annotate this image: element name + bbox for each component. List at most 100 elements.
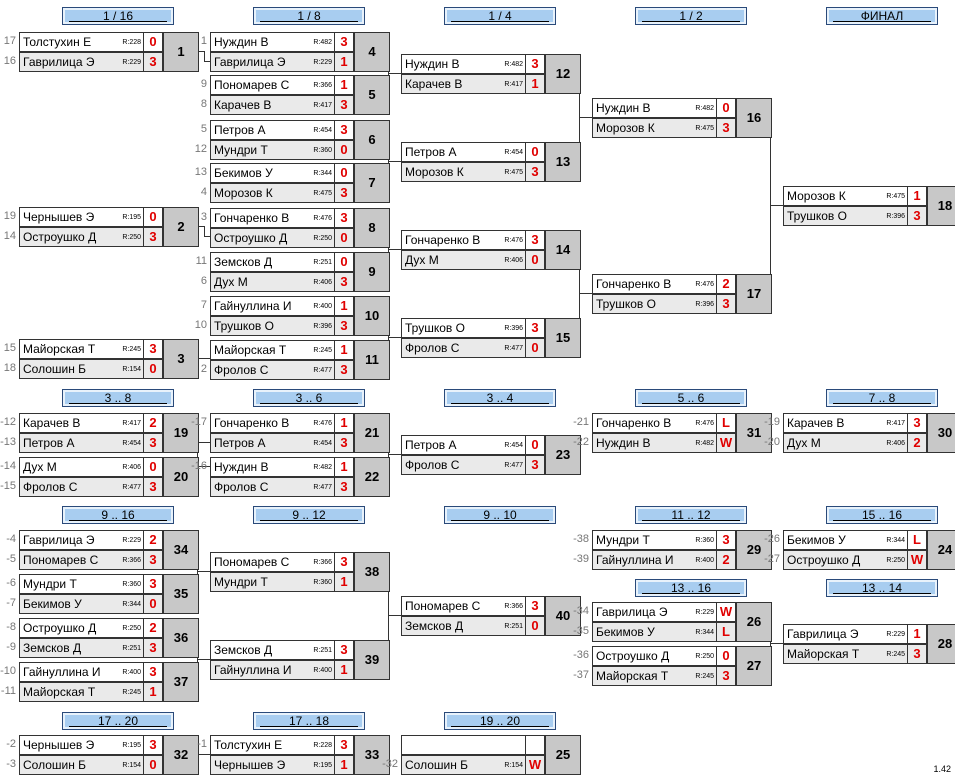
player-rating: R:477 <box>122 484 141 491</box>
player-rating: R:344 <box>695 629 714 636</box>
match-number: 15 <box>545 318 581 358</box>
seed-label: -27 <box>764 553 780 565</box>
seed-label: -8 <box>6 621 16 633</box>
player-name: Майорская Т <box>214 343 287 357</box>
player-score: 1 <box>334 414 353 432</box>
match-number: 16 <box>736 98 772 138</box>
round-header: 3 .. 6 <box>253 389 365 407</box>
bracket-connector <box>579 117 592 118</box>
seed-label: -17 <box>191 416 207 428</box>
round-header: 3 .. 4 <box>444 389 556 407</box>
player-rating: R:482 <box>695 105 714 112</box>
seed-label: -11 <box>0 685 16 697</box>
seed-label: 10 <box>194 319 207 331</box>
player-slot[interactable] <box>401 735 545 755</box>
match-number: 14 <box>545 230 581 270</box>
